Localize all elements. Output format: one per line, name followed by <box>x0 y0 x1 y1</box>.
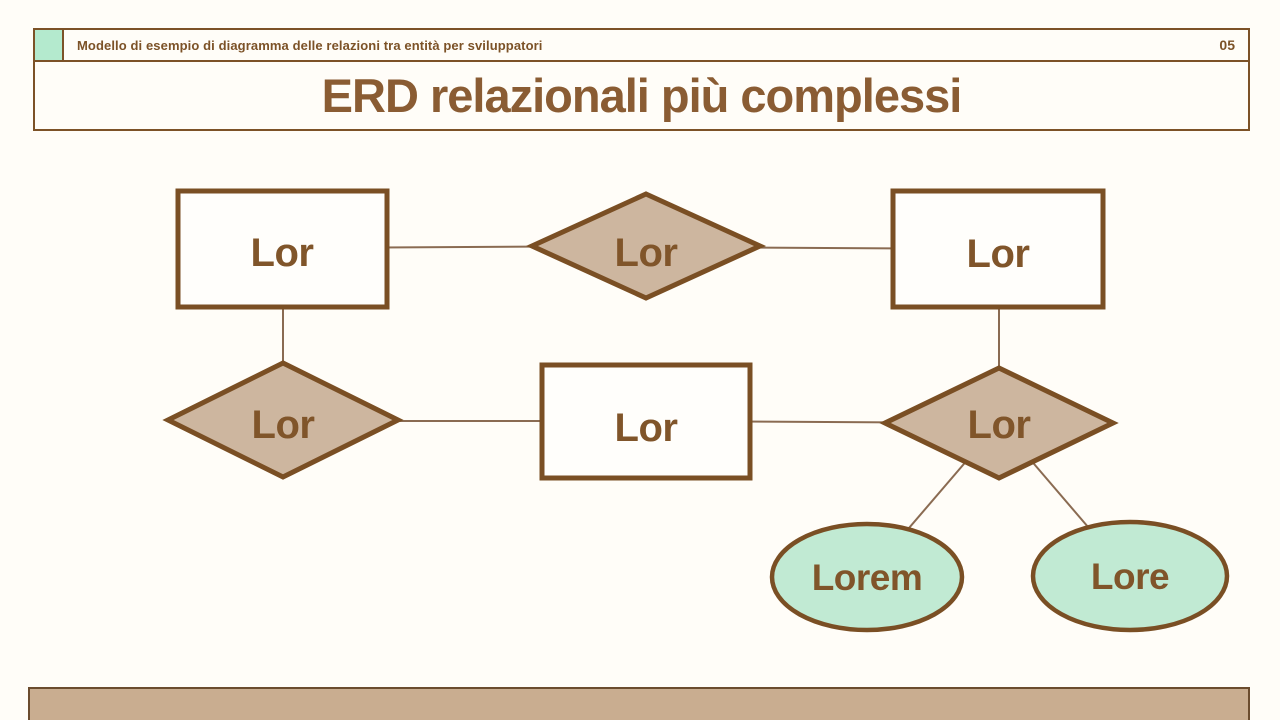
node-relationship-middle-left: Lor <box>162 360 404 480</box>
relationship-label: Lor <box>968 403 1031 447</box>
entity-label: Lor <box>967 232 1030 276</box>
entity-rectangle <box>539 362 753 481</box>
entity-rectangle <box>890 188 1106 310</box>
attribute-label: Lore <box>1091 556 1169 597</box>
node-entity-top-left: Lor <box>175 188 390 310</box>
header-accent-square <box>33 28 64 62</box>
relationship-diamond <box>162 360 404 480</box>
title-box: ERD relazionali più complessi <box>33 60 1250 131</box>
node-attribute-left: Lorem <box>769 521 965 633</box>
node-relationship-middle-right: Lor <box>879 365 1119 481</box>
relationship-label: Lor <box>252 403 315 447</box>
relationship-diamond <box>879 365 1119 481</box>
attribute-label: Lorem <box>812 557 923 598</box>
attribute-ellipse <box>769 521 965 633</box>
entity-rectangle <box>175 188 390 310</box>
node-relationship-top: Lor <box>525 191 767 301</box>
page-title: ERD relazionali più complessi <box>321 69 963 122</box>
relationship-diamond <box>525 191 767 301</box>
header-bar: Modello di esempio di diagramma delle re… <box>62 28 1250 62</box>
node-entity-top-right: Lor <box>890 188 1106 310</box>
node-entity-middle: Lor <box>539 362 753 481</box>
header-label: Modello di esempio di diagramma delle re… <box>77 37 543 53</box>
page-number: 05 <box>1219 37 1235 53</box>
bottom-bar <box>28 687 1250 720</box>
node-attribute-right: Lore <box>1030 519 1230 633</box>
entity-label: Lor <box>251 231 314 275</box>
attribute-ellipse <box>1030 519 1230 633</box>
relationship-label: Lor <box>615 231 678 275</box>
entity-label: Lor <box>615 406 678 450</box>
